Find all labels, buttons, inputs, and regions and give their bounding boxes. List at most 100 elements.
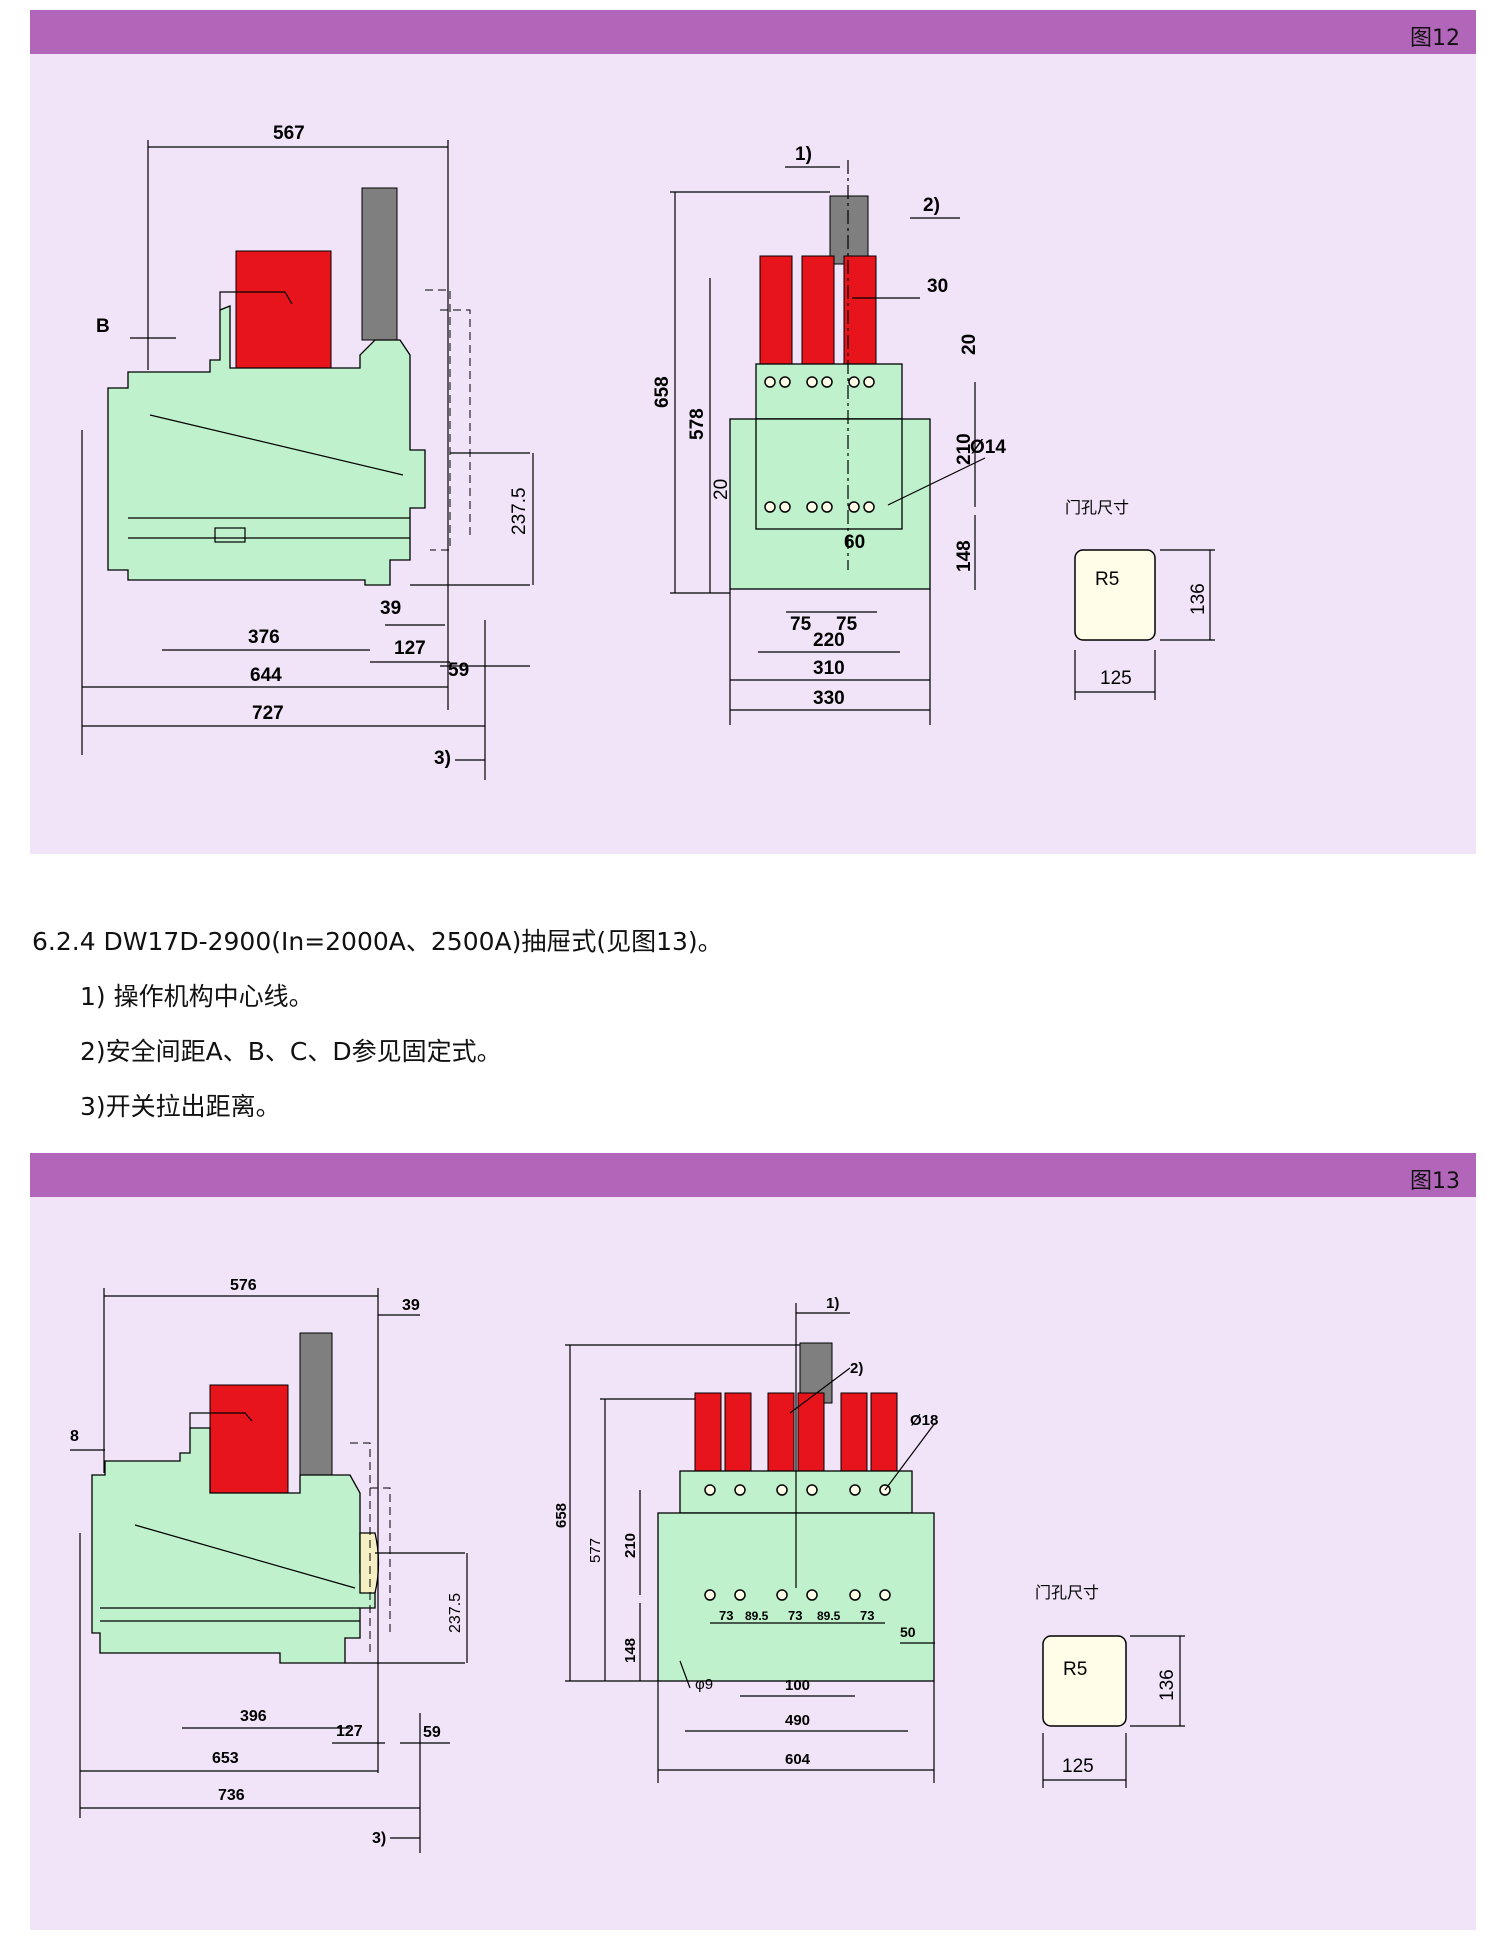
fig13-front-bolt bbox=[849, 1589, 861, 1601]
fig12-dim-20a: 20 bbox=[959, 334, 980, 355]
fig12-dim-658: 658 bbox=[652, 376, 673, 408]
fig12-dim-39: 39 bbox=[380, 598, 401, 619]
fig12-hole-caption: 门孔尺寸 bbox=[1065, 499, 1129, 517]
fig13-dim-50: 50 bbox=[900, 1624, 916, 1640]
fig12-door-hole: 门孔尺寸 R5 125 136 bbox=[1065, 499, 1215, 700]
fig12-dim-59: 59 bbox=[448, 660, 469, 681]
fig13-note-3: 3) bbox=[372, 1830, 386, 1847]
fig13-side-dashed bbox=[350, 1442, 371, 1653]
fig13-dim-d18: Ø18 bbox=[910, 1412, 938, 1429]
fig13-front-bolt bbox=[806, 1484, 818, 1496]
fig12-dim-75b: 75 bbox=[836, 614, 858, 635]
fig13-side-dashed2 bbox=[370, 1487, 391, 1633]
fig13-dim-8: 8 bbox=[70, 1428, 79, 1445]
fig12-front-red-2 bbox=[801, 255, 835, 365]
fig12-side-handle bbox=[219, 291, 293, 310]
fig13-side-cap bbox=[359, 1532, 380, 1594]
fig13-side-red-block bbox=[209, 1384, 289, 1494]
fig13-front-bolt bbox=[849, 1484, 861, 1496]
fig12-front-bolt bbox=[863, 376, 875, 388]
note-item-2: 2)安全间距A、B、C、D参见固定式。 bbox=[80, 1037, 502, 1066]
fig13-hole-h: 136 bbox=[1157, 1669, 1178, 1701]
fig13-front-red-5 bbox=[840, 1392, 868, 1472]
fig13-note-2: 2) bbox=[850, 1360, 863, 1377]
fig13-side-body bbox=[91, 1427, 376, 1664]
fig12-front-bolt bbox=[764, 501, 776, 513]
fig13-dim-237: 237.5 bbox=[447, 1593, 464, 1633]
section-heading: 6.2.4 DW17D-2900(In=2000A、2500A)抽屉式(见图13… bbox=[32, 927, 723, 956]
fig13-hole-w: 125 bbox=[1062, 1756, 1094, 1777]
figure-13-panel: 图13 576 39 8 237.5 bbox=[30, 1153, 1476, 1930]
fig13-front-bolt bbox=[806, 1589, 818, 1601]
fig12-hole-h: 136 bbox=[1188, 583, 1209, 615]
fig12-dim-237: 237.5 bbox=[509, 487, 530, 535]
fig12-hole-r5: R5 bbox=[1095, 569, 1119, 590]
fig12-front-red-3 bbox=[843, 255, 877, 365]
fig13-dim-73c: 73 bbox=[860, 1608, 874, 1623]
fig13-front-view: 1) 2) Ø18 658 577 210 148 73 89.5 73 89.… bbox=[553, 1295, 938, 1783]
fig13-front-red-4 bbox=[797, 1392, 825, 1472]
fig13-front-bolt bbox=[734, 1484, 746, 1496]
fig12-dim-60: 60 bbox=[844, 532, 865, 553]
figure-12-panel: 图12 567 B 237.5 39 bbox=[30, 10, 1476, 854]
fig13-front-bolt bbox=[879, 1589, 891, 1601]
fig13-dim-653: 653 bbox=[212, 1750, 239, 1767]
fig13-dim-604: 604 bbox=[785, 1751, 811, 1768]
fig12-dim-210: 210 bbox=[954, 433, 975, 465]
fig13-hole-r5: R5 bbox=[1063, 1659, 1087, 1680]
fig12-front-bolt bbox=[863, 501, 875, 513]
fig13-dim-39: 39 bbox=[402, 1297, 420, 1314]
fig12-dim-d14: Ø14 bbox=[970, 437, 1006, 458]
fig12-dim-127: 127 bbox=[394, 638, 426, 659]
fig13-side-grey-post bbox=[299, 1332, 333, 1476]
fig12-side-grey-post bbox=[361, 187, 398, 341]
fig13-dim-phi9: φ9 bbox=[695, 1676, 713, 1693]
fig13-hole-rect bbox=[1042, 1635, 1127, 1727]
fig13-dim-73a: 73 bbox=[719, 1608, 733, 1623]
fig12-side-slot bbox=[214, 527, 246, 543]
fig13-dim-73b: 73 bbox=[788, 1608, 802, 1623]
fig12-side-red-block bbox=[235, 250, 332, 370]
fig13-dim-18-leader bbox=[884, 1422, 936, 1491]
fig12-dim-b: B bbox=[96, 316, 110, 337]
fig12-dim-376: 376 bbox=[248, 627, 280, 648]
fig13-dim-895a: 89.5 bbox=[745, 1609, 769, 1623]
figure-12-label: 图12 bbox=[1410, 26, 1460, 51]
fig13-front-red-2 bbox=[724, 1392, 752, 1472]
fig13-dim-100: 100 bbox=[785, 1677, 810, 1694]
fig13-note-1: 1) bbox=[826, 1295, 839, 1312]
fig12-front-red-1 bbox=[759, 255, 793, 365]
fig12-hole-w: 125 bbox=[1100, 668, 1132, 689]
fig12-note-2: 2) bbox=[923, 195, 940, 216]
fig12-side-view: 567 B 237.5 39 376 127 59 644 727 3) bbox=[81, 123, 534, 780]
figure-13-label: 图13 bbox=[1410, 1169, 1460, 1194]
fig12-dim-578: 578 bbox=[687, 408, 708, 440]
fig13-front-red-3 bbox=[767, 1392, 795, 1472]
fig13-dim-phi9-leader bbox=[679, 1660, 691, 1689]
fig12-dim-20b: 20 bbox=[711, 479, 732, 500]
section-text: 6.2.4 DW17D-2900(In=2000A、2500A)抽屉式(见图13… bbox=[32, 914, 723, 1134]
fig13-dim-577: 577 bbox=[587, 1538, 604, 1563]
fig12-side-dashed bbox=[425, 289, 451, 551]
fig12-front-grey-post bbox=[829, 195, 869, 265]
fig13-dim-2-leader bbox=[789, 1367, 851, 1414]
fig12-dim-644: 644 bbox=[250, 665, 282, 686]
figure-13-header: 图13 bbox=[30, 1153, 1476, 1197]
fig12-dim-75a: 75 bbox=[790, 614, 812, 635]
fig12-dim-220: 220 bbox=[813, 630, 845, 651]
fig12-side-dashed2 bbox=[440, 309, 471, 540]
fig13-dim-396: 396 bbox=[240, 1708, 267, 1725]
fig13-dim-490: 490 bbox=[785, 1712, 810, 1729]
fig12-front-bolt bbox=[848, 501, 860, 513]
fig13-dim-148: 148 bbox=[622, 1638, 639, 1663]
fig12-side-body bbox=[107, 305, 426, 586]
fig13-front-red-6 bbox=[870, 1392, 898, 1472]
fig13-dim-127: 127 bbox=[336, 1723, 363, 1740]
fig13-dim-576: 576 bbox=[230, 1277, 257, 1294]
fig12-dim-567: 567 bbox=[273, 123, 305, 144]
figure-12-header: 图12 bbox=[30, 10, 1476, 54]
fig12-front-bolt bbox=[764, 376, 776, 388]
fig12-front-bolt bbox=[806, 376, 818, 388]
fig13-front-bolt bbox=[734, 1589, 746, 1601]
note-item-3: 3)开关拉出距离。 bbox=[80, 1092, 281, 1121]
